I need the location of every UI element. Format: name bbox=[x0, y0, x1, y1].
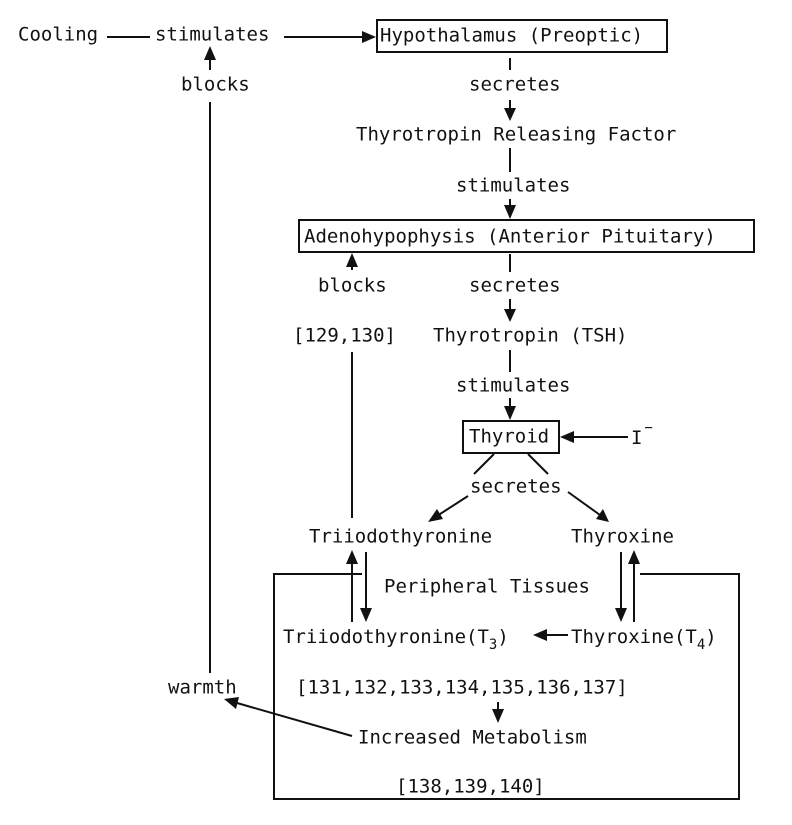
stim-thyroid-arrowhead bbox=[504, 406, 516, 420]
metabolism-label: Increased Metabolism bbox=[358, 727, 587, 749]
peripheral-tissues-box bbox=[273, 573, 740, 800]
thyroxine-down-arrowhead bbox=[615, 608, 627, 622]
secretes-thyroxine-arrowhead bbox=[596, 509, 609, 522]
blocks-to-stim-arrowhead bbox=[204, 46, 216, 60]
blocks-mid-label: blocks bbox=[318, 275, 387, 297]
warmth-label: warmth bbox=[168, 677, 237, 699]
thyroxine-label: Thyroxine bbox=[571, 526, 674, 548]
iodide-arrowhead bbox=[560, 431, 574, 443]
thyroid-right-line bbox=[527, 453, 549, 475]
thyroid-label: Thyroid bbox=[469, 426, 549, 448]
hypothalamus-box bbox=[376, 19, 668, 53]
stim-to-hypothalamus-arrowhead bbox=[362, 31, 376, 43]
secretes-trf-arrowhead bbox=[504, 108, 516, 121]
triiodo-down-arrowhead bbox=[360, 608, 372, 622]
secretes-1-label: secretes bbox=[469, 74, 561, 96]
t4-label: Thyroxine(T4) bbox=[571, 626, 717, 654]
stimulates-3-label: stimulates bbox=[456, 375, 570, 397]
iodide-label: I− bbox=[631, 420, 653, 449]
secretes-thyroxine-line bbox=[567, 491, 601, 516]
secretes-3-label: secretes bbox=[470, 476, 562, 498]
secretes-triiodo-line bbox=[436, 495, 469, 517]
triiodothyronine-label: Triiodothyronine bbox=[309, 526, 492, 548]
thyroid-box bbox=[462, 420, 560, 454]
secretes-2-label: secretes bbox=[469, 275, 561, 297]
triiodo-up-arrowhead bbox=[346, 550, 358, 564]
blocks-top-label: blocks bbox=[181, 74, 250, 96]
refs-metabolism-arrowhead bbox=[492, 709, 504, 723]
thyroid-left-line bbox=[473, 453, 495, 475]
secretes-triiodo-arrowhead bbox=[428, 509, 443, 522]
secretes-tsh-arrowhead bbox=[504, 309, 516, 322]
peripheral-tissues-label: Peripheral Tissues bbox=[384, 576, 590, 598]
ref-129-label: [129,130] bbox=[293, 325, 396, 347]
adenohypophysis-label: Adenohypophysis (Anterior Pituitary) bbox=[304, 226, 716, 248]
ref-138-label: [138,139,140] bbox=[396, 776, 545, 798]
t4-to-t3-arrowhead bbox=[533, 629, 547, 641]
stimulates-2-label: stimulates bbox=[456, 175, 570, 197]
trf-label: Thyrotropin Releasing Factor bbox=[356, 124, 676, 146]
thyroxine-up-arrowhead bbox=[628, 550, 640, 564]
ref-131-label: [131,132,133,134,135,136,137] bbox=[296, 677, 628, 699]
adenohypophysis-box bbox=[298, 219, 755, 253]
metabolism-warmth-line bbox=[236, 702, 353, 737]
stimulates-top-label: stimulates bbox=[155, 24, 269, 46]
t3-label: Triiodothyronine(T3) bbox=[283, 626, 509, 654]
blocks-adeno-arrowhead bbox=[346, 253, 358, 267]
stim-adeno-arrowhead bbox=[504, 205, 516, 219]
hypothalamus-label: Hypothalamus (Preoptic) bbox=[380, 25, 643, 47]
tsh-label: Thyrotropin (TSH) bbox=[433, 325, 627, 347]
metabolism-warmth-arrowhead bbox=[224, 697, 239, 709]
cooling-label: Cooling bbox=[18, 24, 98, 46]
